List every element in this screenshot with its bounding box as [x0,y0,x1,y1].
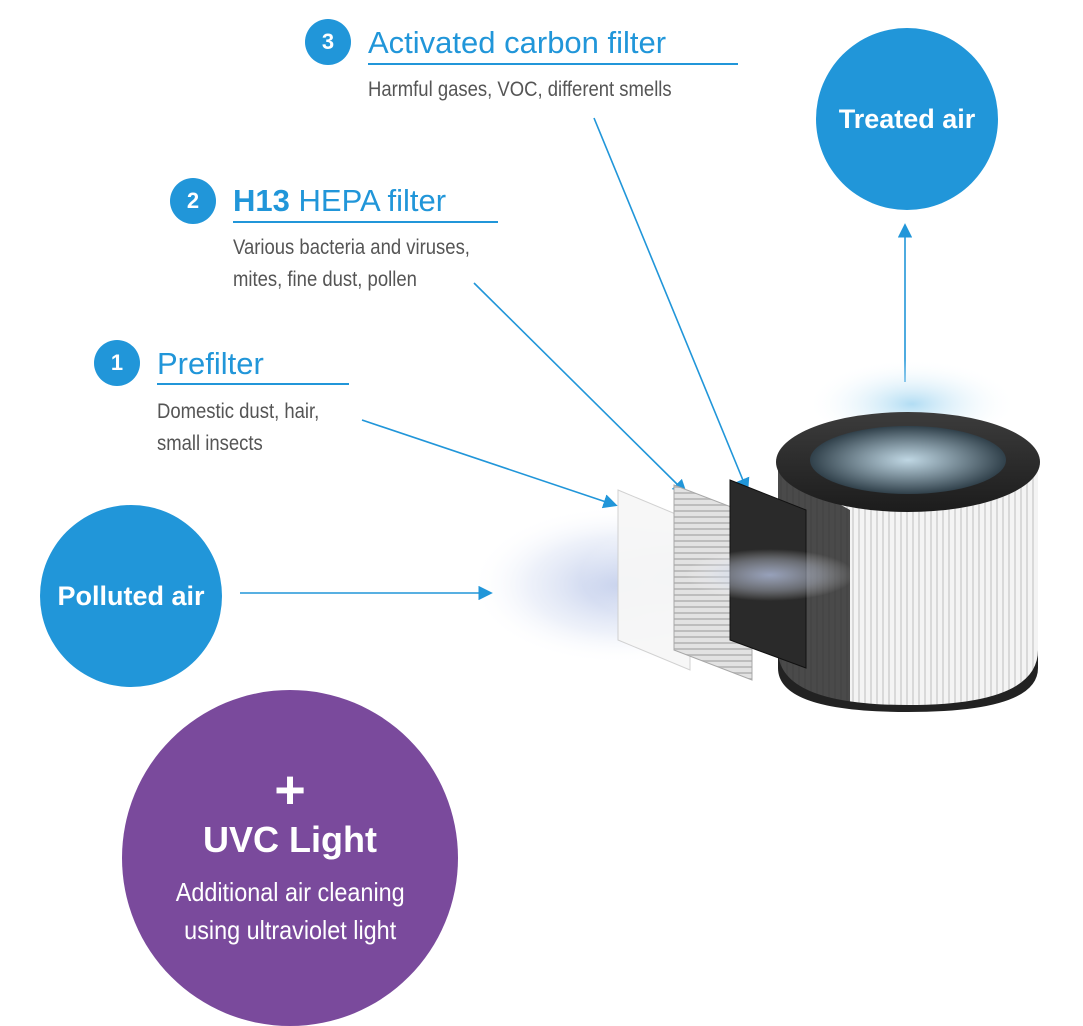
hepa-filter-title-text: HEPA filter [298,183,447,218]
prefilter-desc-line-1: Domestic dust, hair, [157,400,320,423]
carbon-filter-desc-line-1: Harmful gases, VOC, different smells [368,78,672,101]
step-1-badge: 1 [94,340,140,386]
airflow-glow [685,549,855,601]
cylinder-filter [776,350,1040,712]
step-3-badge: 3 [305,19,351,65]
uvc-plus-sign: + [274,760,306,820]
prefilter-title: Prefilter [157,348,264,379]
hepa-pointer-arrow [473,282,688,495]
uvc-desc-line-2: using ultraviolet light [183,915,397,945]
polluted-air-label: Polluted air [57,580,205,611]
hepa-filter-title-bold: H13 [233,183,290,218]
uvc-desc-line-1: Additional air cleaning [175,877,405,907]
carbon-filter-description: Harmful gases, VOC, different smells [368,74,672,106]
prefilter-description: Domestic dust, hair, small insects [157,396,319,460]
hepa-filter-desc-line-2: mites, fine dust, pollen [233,268,417,291]
step-2-badge: 2 [170,178,216,224]
hepa-filter-desc-line-1: Various bacteria and viruses, [233,236,470,259]
carbon-filter-title: Activated carbon filter [368,27,666,58]
uvc-light-circle: + UVC Light Additional air cleaning usin… [122,690,458,1026]
prefilter-title-text: Prefilter [157,346,264,381]
hepa-filter-underline [233,221,498,223]
hepa-filter-title: H13 HEPA filter [233,185,446,216]
treated-air-label: Treated air [838,103,976,134]
prefilter-desc-line-2: small insects [157,432,263,455]
carbon-filter-title-text: Activated carbon filter [368,25,667,60]
prefilter-sheet [617,489,691,671]
prefilter-underline [157,383,349,385]
carbon-filter-underline [368,63,738,65]
polluted-air-circle: Polluted air [40,505,222,687]
uvc-title: UVC Light [203,819,377,860]
hepa-filter-description: Various bacteria and viruses, mites, fin… [233,232,470,296]
uvc-description: Additional air cleaning using ultraviole… [176,873,405,949]
prefilter-pointer-arrow [361,419,618,509]
treated-air-circle: Treated air [816,28,998,210]
carbon-pointer-arrow [593,117,750,493]
